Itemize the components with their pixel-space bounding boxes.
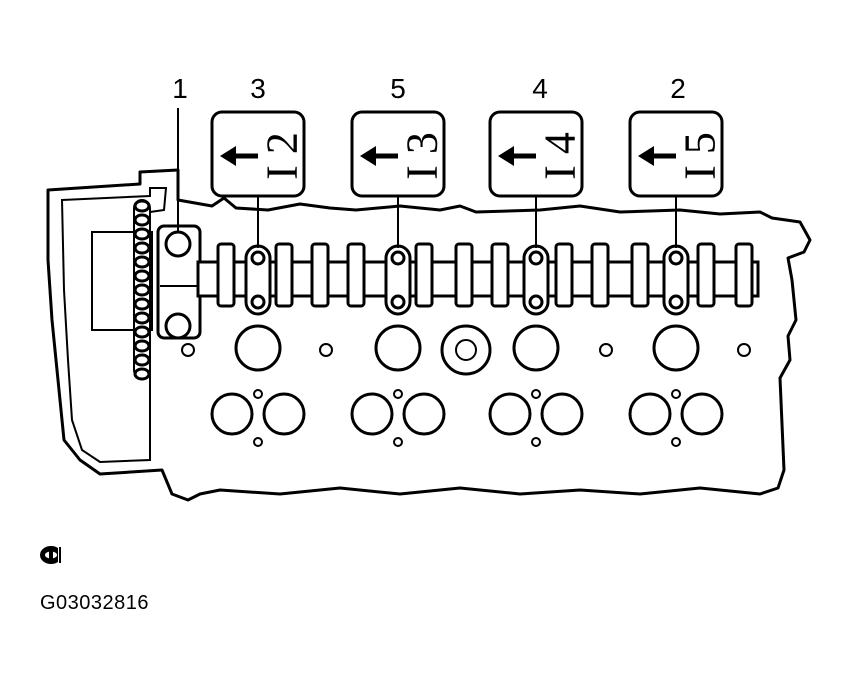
timing-cover-inner	[60, 187, 168, 464]
callout-number-5: 5	[390, 73, 406, 104]
valve-ports	[181, 324, 751, 447]
cap-label-box-5: I 3	[350, 110, 447, 198]
timing-chain	[133, 199, 151, 381]
callout-number-2: 2	[670, 73, 686, 104]
callout-number-1: 1	[172, 73, 188, 104]
arrow-left-icon	[638, 146, 676, 166]
cap-label-box-3: I 2	[210, 110, 307, 198]
cap-label-box-4: I 4	[488, 110, 585, 198]
arrow-left-icon	[498, 146, 536, 166]
callout-number-4: 4	[532, 73, 548, 104]
cap-mark-4: I 4	[536, 132, 585, 180]
cylinder-head-outline	[46, 168, 812, 502]
camshaft-bearing-cap-4	[522, 244, 550, 316]
callout-number-3: 3	[250, 73, 266, 104]
cam-bearing-housing	[91, 231, 153, 331]
cap-mark-5: I 3	[398, 132, 447, 180]
arrow-left-icon	[360, 146, 398, 166]
toyota-mark-icon	[40, 546, 63, 564]
camshaft-bearing-cap-3	[244, 244, 272, 316]
camshaft-bearing-cap-2	[662, 244, 690, 316]
camshaft-bearing-cap-5	[384, 244, 412, 316]
cap-mark-3: I 2	[258, 132, 307, 180]
figure-id: G03032816	[40, 592, 150, 614]
arrow-left-icon	[220, 146, 258, 166]
cap-mark-2: I 5	[676, 132, 725, 180]
cap-label-box-2: I 5	[628, 110, 725, 198]
camshaft-timing-sprocket	[156, 224, 202, 340]
